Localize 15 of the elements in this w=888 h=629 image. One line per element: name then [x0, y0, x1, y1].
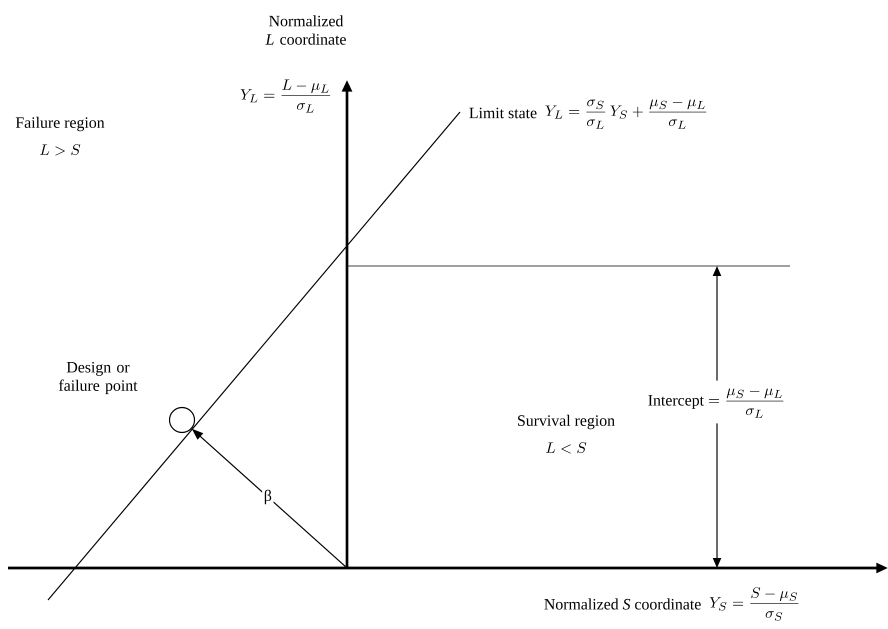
- intercept-formula: $=\frac{\mu_S-\mu_L}{\sigma_L}$: [706, 380, 787, 424]
- line-label: Limit state: [469, 108, 537, 118]
- axis-formula: $Y_S=\frac{S-\mu_S}{\sigma_S}$: [710, 587, 798, 621]
- region-inequality: $L > S$: [40, 144, 80, 156]
- region-inequality: $L < S$: [546, 442, 586, 454]
- region-label: Survival region: [518, 414, 615, 430]
- axis-title: Normalized L coordinate: [265, 15, 346, 45]
- edge-label: β: [264, 490, 272, 504]
- axis-title: Normalized S coordinate: [544, 598, 701, 610]
- intercept-label: Intercept: [646, 390, 706, 414]
- point-label: Design or failure point: [58, 362, 138, 394]
- design-point-circle: [168, 406, 196, 434]
- axis-formula: $Y_L=\frac{L-\mu_L}{\sigma_L}$: [240, 80, 330, 112]
- line-formula: $Y_L=\frac{\sigma_S}{\sigma_L}\,Y_S+\frac{\mu_S-\mu_L}{\sigma_L}$: [546, 99, 706, 129]
- region-label: Failure region: [16, 116, 104, 132]
